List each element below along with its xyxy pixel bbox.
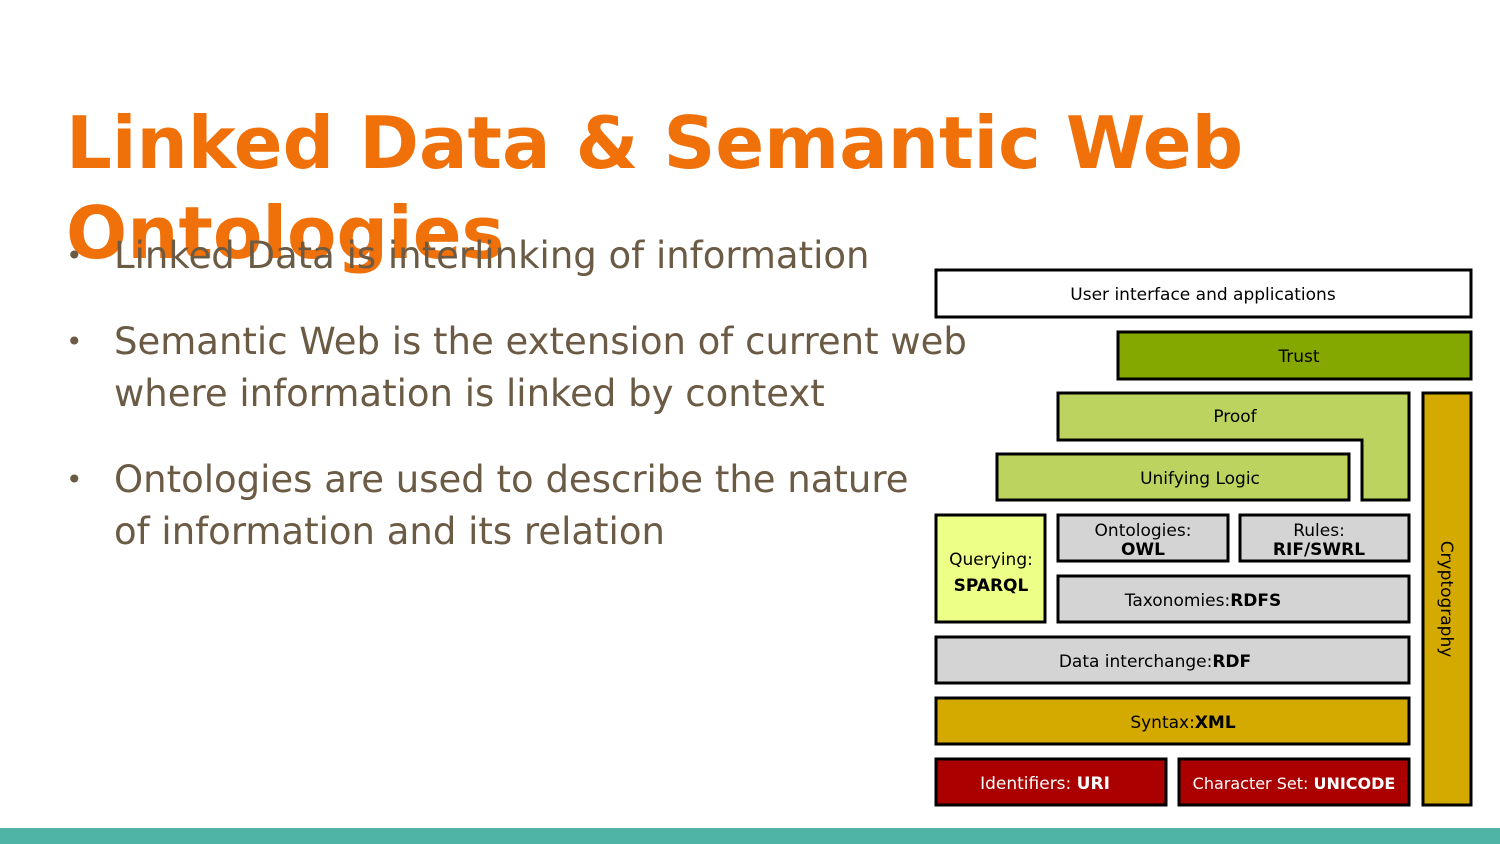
- bullet-line: Semantic Web is the extension of current…: [114, 320, 967, 363]
- identifiers-layer-value: URI: [1077, 774, 1110, 794]
- querying-layer: [934, 513, 1047, 624]
- syntax-layer-text: Syntax:XML: [1130, 713, 1236, 733]
- title-line-2: Ontologies: [66, 191, 505, 275]
- charset-layer-text: Character Set: UNICODE: [1193, 774, 1396, 793]
- querying-layer-label: Querying:: [949, 550, 1033, 570]
- charset-layer-value: UNICODE: [1313, 774, 1395, 793]
- syntax-layer: [934, 696, 1411, 746]
- bullet-dot-icon: •: [66, 239, 83, 272]
- ui-layer: [934, 268, 1473, 319]
- logic-layer: [995, 452, 1351, 502]
- taxonomies-layer-value: RDFS: [1230, 591, 1281, 611]
- proof-layer-label: Proof: [1213, 407, 1257, 427]
- taxonomies-layer-text: Taxonomies:RDFS: [1124, 591, 1282, 611]
- bullet-dot-icon: •: [66, 463, 83, 496]
- cryptography-layer: [1421, 391, 1473, 807]
- taxonomies-layer: [1056, 574, 1411, 624]
- charset-layer: [1177, 757, 1411, 807]
- slide-title: Linked Data & Semantic Web Ontologies: [66, 98, 1466, 278]
- semantic-web-stack-diagram: User interface and applications Trust Pr…: [930, 265, 1480, 815]
- syntax-layer-value: XML: [1195, 713, 1236, 733]
- proof-layer: [1056, 391, 1411, 502]
- charset-layer-label: Character Set:: [1193, 774, 1314, 793]
- ontologies-layer-label: Ontologies:: [1095, 521, 1192, 541]
- interchange-layer: [934, 635, 1411, 685]
- bullet-item: • Ontologies are used to describe the na…: [66, 454, 1006, 558]
- interchange-layer-value: RDF: [1212, 652, 1251, 672]
- footer-accent-bar: [0, 828, 1500, 844]
- rules-layer-label: Rules:: [1293, 521, 1345, 541]
- identifiers-layer-text: Identifiers: URI: [980, 774, 1110, 794]
- trust-layer: [1116, 330, 1473, 381]
- bullet-dot-icon: •: [66, 325, 83, 358]
- syntax-layer-label: Syntax:: [1130, 713, 1195, 733]
- cryptography-layer-label: Cryptography: [1436, 541, 1456, 658]
- title-line-1: Linked Data & Semantic Web: [66, 101, 1244, 185]
- bullet-item: • Linked Data is interlinking of informa…: [66, 230, 1006, 282]
- bullet-item: • Semantic Web is the extension of curre…: [66, 316, 1006, 420]
- logic-layer-label: Unifying Logic: [1140, 469, 1260, 489]
- bullet-line: where information is linked by context: [114, 372, 825, 415]
- ui-layer-label: User interface and applications: [1070, 285, 1336, 305]
- ontologies-layer-value: OWL: [1121, 540, 1165, 560]
- trust-layer-label: Trust: [1277, 347, 1320, 367]
- taxonomies-layer-label: Taxonomies:: [1124, 591, 1230, 611]
- ontologies-layer: [1056, 513, 1230, 563]
- rules-layer-value: RIF/SWRL: [1273, 540, 1365, 560]
- querying-layer-value: SPARQL: [954, 576, 1029, 596]
- bullet-line: Linked Data is interlinking of informati…: [114, 234, 870, 277]
- interchange-layer-label: Data interchange:: [1059, 652, 1213, 672]
- interchange-layer-text: Data interchange:RDF: [1059, 652, 1251, 672]
- identifiers-layer: [934, 757, 1168, 807]
- bullet-line: of information and its relation: [114, 510, 665, 553]
- identifiers-layer-label: Identifiers:: [980, 774, 1077, 794]
- bullet-line: Ontologies are used to describe the natu…: [114, 458, 909, 501]
- bullet-list: • Linked Data is interlinking of informa…: [66, 230, 1006, 592]
- rules-layer: [1238, 513, 1411, 563]
